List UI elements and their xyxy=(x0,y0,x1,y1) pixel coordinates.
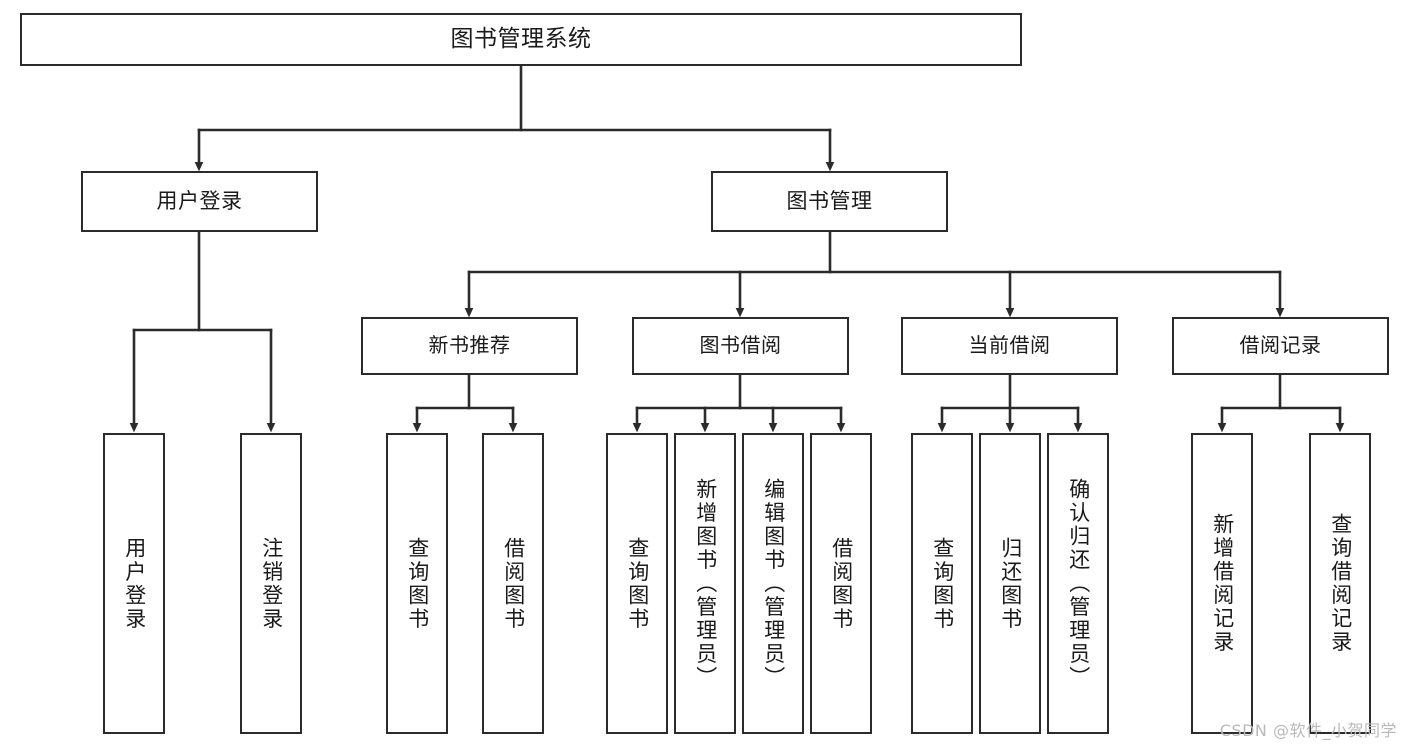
node-book-management[interactable]: 图书管理 xyxy=(711,171,948,232)
leaf-user-login-signout[interactable]: 注销登录 xyxy=(240,433,302,734)
node-book-borrow-label: 图书借阅 xyxy=(699,333,782,358)
leaf-record-add-record-label: 新增借阅记录 xyxy=(1210,513,1235,654)
leaf-user-login-signin-label: 用户登录 xyxy=(122,536,147,631)
node-current-borrow[interactable]: 当前借阅 xyxy=(901,317,1118,375)
leaf-borrow-borrow-book-label: 借阅图书 xyxy=(829,536,854,631)
leaf-user-login-signin[interactable]: 用户登录 xyxy=(103,433,165,734)
leaf-current-query-book-label: 查询图书 xyxy=(930,536,955,631)
node-current-borrow-label: 当前借阅 xyxy=(968,333,1051,358)
leaf-new-book-borrow[interactable]: 借阅图书 xyxy=(482,433,544,734)
leaf-current-query-book[interactable]: 查询图书 xyxy=(911,433,973,734)
node-user-login[interactable]: 用户登录 xyxy=(81,171,318,232)
leaf-borrow-query-book[interactable]: 查询图书 xyxy=(606,433,668,734)
node-borrow-record[interactable]: 借阅记录 xyxy=(1172,317,1389,375)
node-book-borrow[interactable]: 图书借阅 xyxy=(632,317,849,375)
leaf-current-return-book-label: 归还图书 xyxy=(998,536,1023,631)
leaf-current-confirm-return-admin-label: 确认归还（管理员） xyxy=(1066,477,1091,690)
leaf-borrow-query-book-label: 查询图书 xyxy=(625,536,650,631)
leaf-borrow-edit-book-admin[interactable]: 编辑图书（管理员） xyxy=(742,433,804,734)
leaf-borrow-borrow-book[interactable]: 借阅图书 xyxy=(810,433,872,734)
leaf-record-query-record-label: 查询借阅记录 xyxy=(1328,513,1353,654)
leaf-new-book-borrow-label: 借阅图书 xyxy=(501,536,526,631)
leaf-borrow-edit-book-admin-label: 编辑图书（管理员） xyxy=(761,477,786,690)
leaf-current-confirm-return-admin[interactable]: 确认归还（管理员） xyxy=(1047,433,1109,734)
node-root-label: 图书管理系统 xyxy=(450,25,592,52)
node-user-login-label: 用户登录 xyxy=(156,189,243,214)
leaf-user-login-signout-label: 注销登录 xyxy=(259,536,284,631)
csdn-watermark: CSDN @软件_小贺同学 xyxy=(1219,721,1397,740)
leaf-borrow-add-book-admin[interactable]: 新增图书（管理员） xyxy=(674,433,736,734)
leaf-new-book-query[interactable]: 查询图书 xyxy=(386,433,448,734)
node-new-book-recommend[interactable]: 新书推荐 xyxy=(361,317,578,375)
node-root[interactable]: 图书管理系统 xyxy=(20,13,1022,66)
leaf-new-book-query-label: 查询图书 xyxy=(405,536,430,631)
leaf-record-add-record[interactable]: 新增借阅记录 xyxy=(1191,433,1253,734)
node-new-book-recommend-label: 新书推荐 xyxy=(428,333,511,358)
leaf-current-return-book[interactable]: 归还图书 xyxy=(979,433,1041,734)
node-book-management-label: 图书管理 xyxy=(786,189,873,214)
node-borrow-record-label: 借阅记录 xyxy=(1239,333,1322,358)
leaf-record-query-record[interactable]: 查询借阅记录 xyxy=(1309,433,1371,734)
leaf-borrow-add-book-admin-label: 新增图书（管理员） xyxy=(693,477,718,690)
